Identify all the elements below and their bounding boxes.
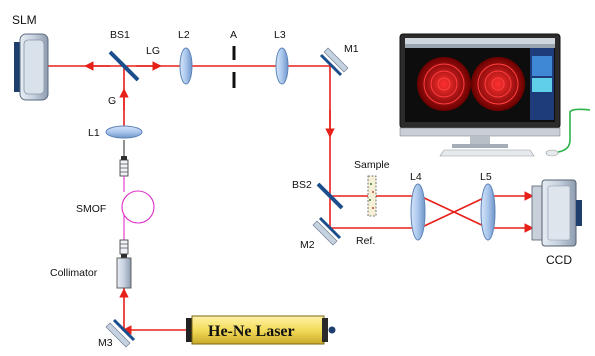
- label-m1: M1: [344, 43, 359, 55]
- lens-l1: [105, 125, 143, 139]
- mirror-m3: [105, 318, 136, 348]
- keyboard-mouse: [439, 149, 559, 157]
- label-slm: SLM: [12, 13, 37, 27]
- label-bs2: BS2: [292, 179, 312, 191]
- label-l3: L3: [274, 29, 286, 41]
- beam-cross-2: [419, 195, 489, 229]
- lens-l2: [179, 47, 193, 85]
- fringe-pattern-left: [417, 57, 471, 111]
- he-ne-laser: [186, 315, 336, 345]
- fiber-connector-bottom: [119, 239, 129, 258]
- label-ccd: CCD: [546, 253, 572, 267]
- fringe-pattern-right: [471, 57, 525, 111]
- beam-splitter-bs1: [108, 50, 140, 82]
- label-l4: L4: [410, 171, 422, 183]
- collimator: [116, 257, 132, 289]
- lens-l4: [410, 183, 426, 241]
- label-bs1: BS1: [110, 29, 130, 41]
- label-g: G: [108, 95, 116, 107]
- data-cable: [557, 108, 591, 153]
- label-lg: LG: [146, 45, 160, 57]
- fiber-connector-top: [119, 140, 129, 177]
- label-ref: Ref.: [356, 235, 375, 247]
- label-m2: M2: [300, 239, 315, 251]
- label-m3: M3: [98, 337, 113, 349]
- label-l1: L1: [88, 127, 100, 139]
- beam-splitter-bs2: [316, 182, 344, 210]
- sample-slide: [367, 175, 377, 217]
- mirror-m1: [319, 47, 349, 77]
- lens-l3: [275, 47, 289, 85]
- label-laser: He-Ne Laser: [208, 323, 295, 340]
- slm-device: [14, 33, 49, 101]
- label-l5: L5: [480, 171, 492, 183]
- computer-monitor: [399, 33, 561, 148]
- label-smof: SMOF: [76, 203, 106, 215]
- label-collimator: Collimator: [50, 267, 98, 279]
- ccd-camera: [531, 179, 582, 247]
- mirror-m2: [312, 216, 342, 246]
- lens-l5: [480, 183, 496, 241]
- label-sample: Sample: [354, 159, 390, 171]
- label-l2: L2: [178, 29, 190, 41]
- single-mode-fiber: [121, 176, 155, 240]
- label-a: A: [230, 29, 237, 41]
